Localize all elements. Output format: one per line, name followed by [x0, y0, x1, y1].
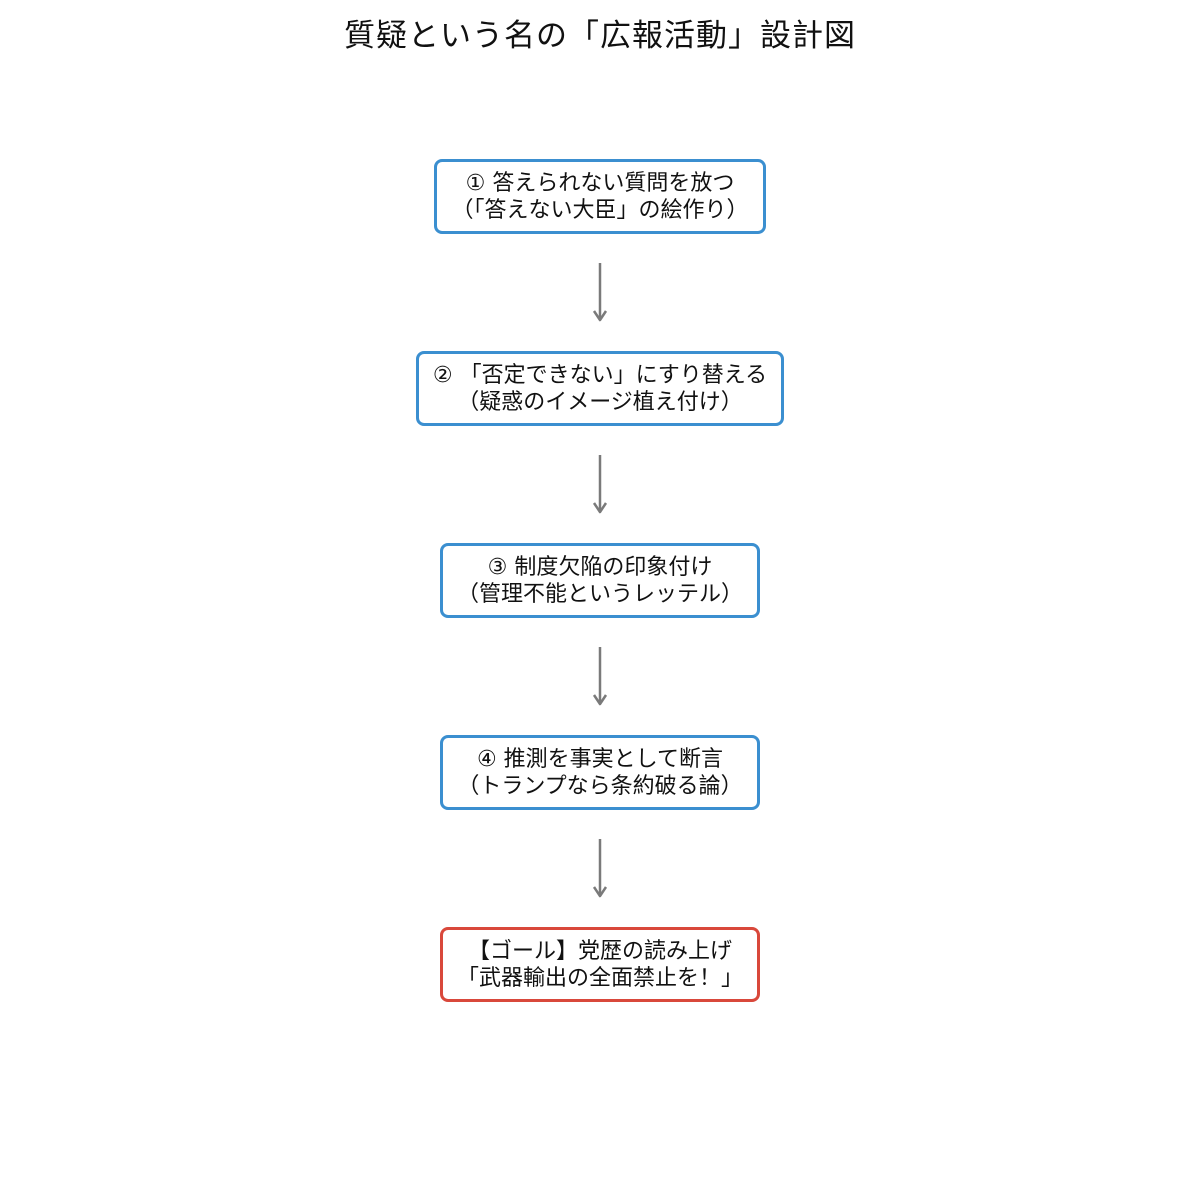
- step-3-subtext: （管理不能というレッテル）: [456, 582, 743, 607]
- step-4-text: ④ 推測を事実として断言: [476, 747, 724, 772]
- arrow-down-icon: [590, 426, 610, 543]
- step-1-subtext: （「答えない大臣」の絵作り）: [451, 198, 749, 223]
- step-4-box: ④ 推測を事実として断言 （トランプなら条約破る論）: [440, 735, 760, 810]
- diagram-title: 質疑という名の「広報活動」設計図: [344, 18, 856, 54]
- step-1-box: ① 答えられない質問を放つ （「答えない大臣」の絵作り）: [434, 159, 766, 234]
- goal-subtext: 「武器輸出の全面禁止を！」: [456, 966, 743, 991]
- step-3-box: ③ 制度欠陥の印象付け （管理不能というレッテル）: [439, 543, 760, 618]
- step-1-text: ① 答えられない質問を放つ: [465, 171, 735, 196]
- step-4-subtext: （トランプなら条約破る論）: [457, 774, 743, 799]
- arrow-down-icon: [590, 618, 610, 735]
- step-2-text: ② 「否定できない」にすり替える: [432, 363, 768, 388]
- step-3-text: ③ 制度欠陥の印象付け: [487, 555, 713, 580]
- goal-box: 【ゴール】党歴の読み上げ 「武器輸出の全面禁止を！」: [439, 927, 760, 1002]
- arrow-down-icon: [590, 810, 610, 927]
- flowchart: ① 答えられない質問を放つ （「答えない大臣」の絵作り） ② 「否定できない」に…: [0, 159, 1200, 1002]
- goal-text: 【ゴール】党歴の読み上げ: [467, 939, 732, 964]
- arrow-down-icon: [590, 234, 610, 351]
- step-2-box: ② 「否定できない」にすり替える （疑惑のイメージ植え付け）: [415, 351, 785, 426]
- step-2-subtext: （疑惑のイメージ植え付け）: [457, 390, 743, 415]
